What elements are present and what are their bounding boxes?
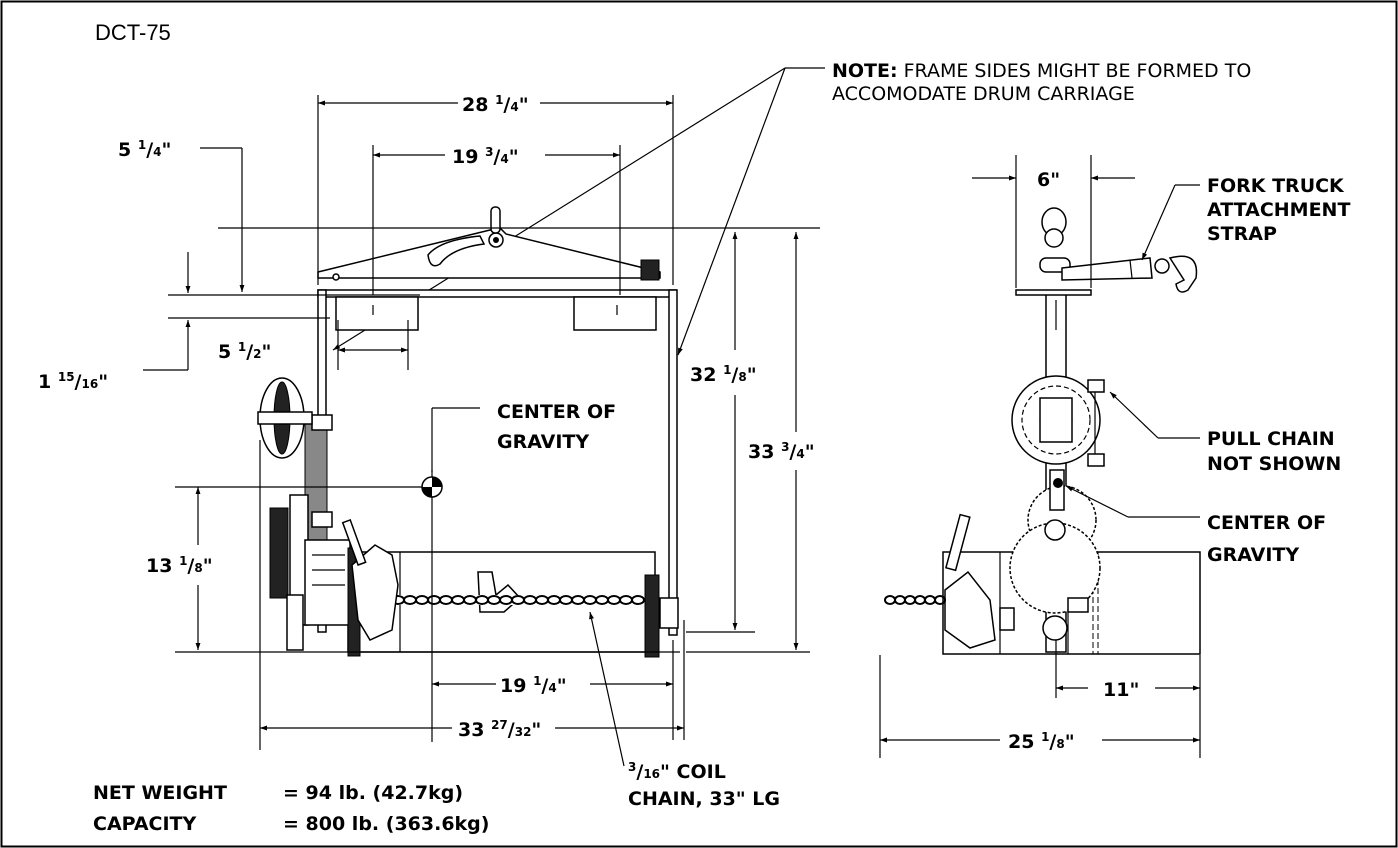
front-view	[257, 206, 679, 658]
dim-6: 6"	[1037, 169, 1060, 191]
cog-right-label-2: GRAVITY	[1207, 544, 1299, 566]
capacity-label: CAPACITY	[93, 813, 197, 835]
front-view-dimensions	[143, 95, 820, 767]
cog-left-label-2: GRAVITY	[497, 431, 589, 453]
dim-28-1-4: 28 1/4"	[462, 93, 529, 116]
dim-13-1-8: 13 1/8"	[146, 554, 213, 577]
dim-25-1-8: 25 1/8"	[1008, 730, 1075, 753]
fork-label-2: ATTACHMENT	[1207, 199, 1350, 221]
drawing-title: DCT-75	[95, 20, 171, 45]
dim-5-1-2: 5 1/2"	[218, 340, 271, 363]
chain-label-1: 3/16" COIL	[628, 760, 726, 783]
fork-label-1: FORK TRUCK	[1207, 175, 1345, 197]
dim-11: 11"	[1103, 679, 1139, 701]
net-weight-value: = 94 lb. (42.7kg)	[283, 782, 463, 804]
side-view-dimensions	[879, 155, 1201, 758]
cog-right-label-1: CENTER OF	[1207, 512, 1326, 534]
capacity-value: = 800 lb. (363.6kg)	[283, 813, 489, 835]
dim-19-1-4: 19 1/4"	[500, 674, 567, 697]
note-text-1: FRAME SIDES MIGHT BE FORMED TO	[898, 60, 1252, 82]
dim-33-3-4: 33 3/4"	[748, 440, 815, 463]
frame-note-line1: NOTE: FRAME SIDES MIGHT BE FORMED TO	[832, 60, 1251, 82]
dim-32-1-8: 32 1/8"	[690, 363, 757, 386]
dim-1-15-16: 1 15/16"	[38, 370, 108, 393]
pull-chain-label-2: NOT SHOWN	[1207, 453, 1341, 475]
frame-note-line2: ACCOMODATE DRUM CARRIAGE	[832, 83, 1135, 105]
side-view	[884, 207, 1201, 655]
cog-left-label-1: CENTER OF	[497, 401, 616, 423]
center-of-gravity-symbol-side	[1053, 478, 1063, 488]
chain-label-2: CHAIN, 33" LG	[628, 788, 780, 810]
net-weight-label: NET WEIGHT	[93, 782, 227, 804]
dim-5-1-4: 5 1/4"	[118, 138, 171, 161]
dim-19-3-4: 19 3/4"	[452, 145, 519, 168]
dim-33-27-32: 33 27/32"	[458, 718, 541, 741]
center-of-gravity-symbol	[421, 476, 443, 498]
fork-label-3: STRAP	[1207, 223, 1277, 245]
note-prefix: NOTE:	[832, 60, 898, 82]
pull-chain-label-1: PULL CHAIN	[1207, 428, 1335, 450]
